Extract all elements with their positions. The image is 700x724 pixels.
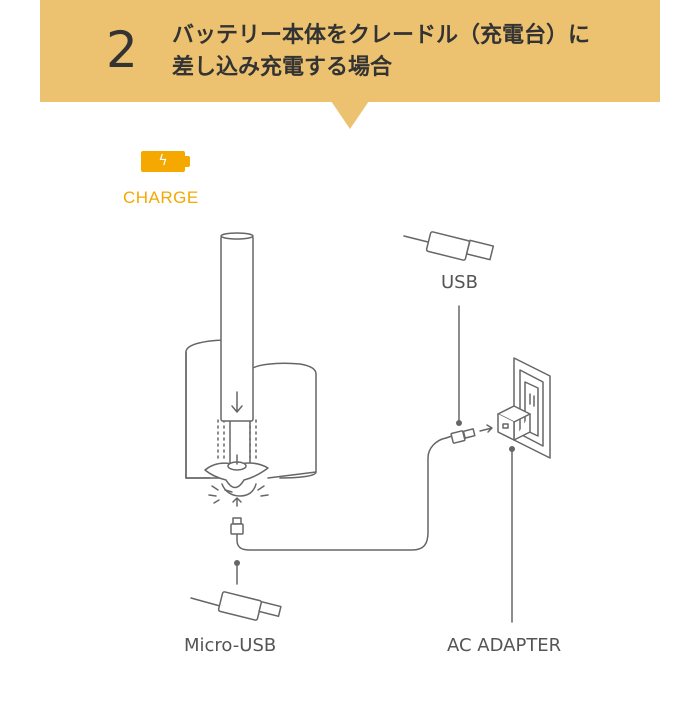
ac-adapter-label: AC ADAPTER <box>447 635 562 656</box>
step-number: 2 <box>106 21 138 79</box>
micro-usb-callout-plug <box>190 591 282 621</box>
battery-tip <box>185 156 190 167</box>
step-title-line2: 差し込み充電する場合 <box>172 55 393 80</box>
step-title: バッテリー本体をクレードル（充電台）に 差し込み充電する場合 <box>172 20 590 84</box>
header-arrow <box>331 101 369 129</box>
header-banner <box>40 0 660 102</box>
micro-usb-label: Micro-USB <box>184 635 277 656</box>
leader-lines <box>234 305 515 623</box>
micro-usb-plug <box>230 517 244 535</box>
usb-label: USB <box>441 272 478 293</box>
usb-cable <box>236 437 447 551</box>
ac-adapter <box>497 405 531 441</box>
usb-callout-plug <box>403 231 495 261</box>
step-title-line1: バッテリー本体をクレードル（充電台）に <box>172 23 591 48</box>
battery-charge-icon: ϟ <box>141 151 185 172</box>
lightning-bolt-icon: ϟ <box>158 153 168 169</box>
charge-label: CHARGE <box>123 188 199 207</box>
cradle <box>185 232 317 507</box>
usb-a-plug <box>445 424 493 444</box>
